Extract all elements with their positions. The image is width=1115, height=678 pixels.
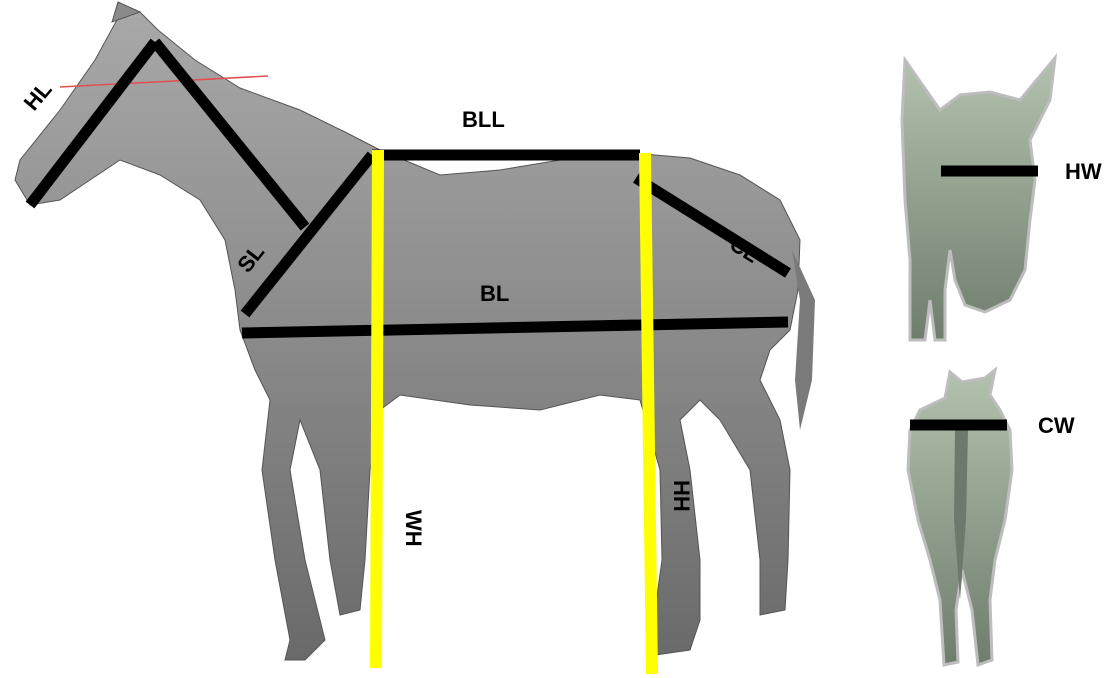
horse-body-silhouette: [15, 12, 800, 660]
hh-line: [645, 153, 652, 674]
horse-rear-view: [908, 370, 1012, 665]
label-bll: BLL: [462, 107, 505, 132]
label-bl: BL: [480, 281, 509, 306]
label-hw: HW: [1065, 159, 1102, 184]
horse-front-view: [897, 52, 1057, 342]
wh-line: [376, 150, 378, 668]
label-hh: HH: [669, 480, 694, 512]
label-cw: CW: [1038, 413, 1075, 438]
label-hl: HL: [19, 77, 57, 116]
label-wh: WH: [401, 510, 426, 547]
